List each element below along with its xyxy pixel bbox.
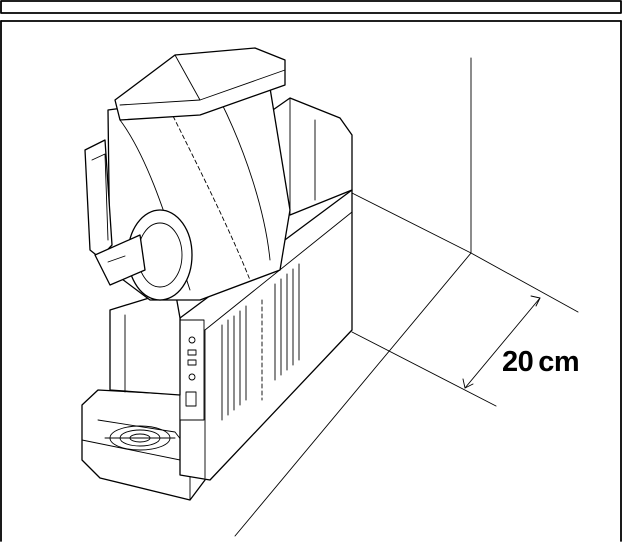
clearance-value: 20	[502, 346, 534, 378]
clearance-dimension	[351, 252, 579, 407]
machine-bowl	[107, 87, 291, 301]
machine-pillar	[109, 289, 181, 396]
bowl-lid	[114, 47, 286, 121]
dispensing-tap	[84, 139, 146, 286]
machine-cabinet	[179, 189, 353, 481]
clearance-unit: cm	[538, 346, 580, 378]
wall-corner	[234, 57, 472, 537]
